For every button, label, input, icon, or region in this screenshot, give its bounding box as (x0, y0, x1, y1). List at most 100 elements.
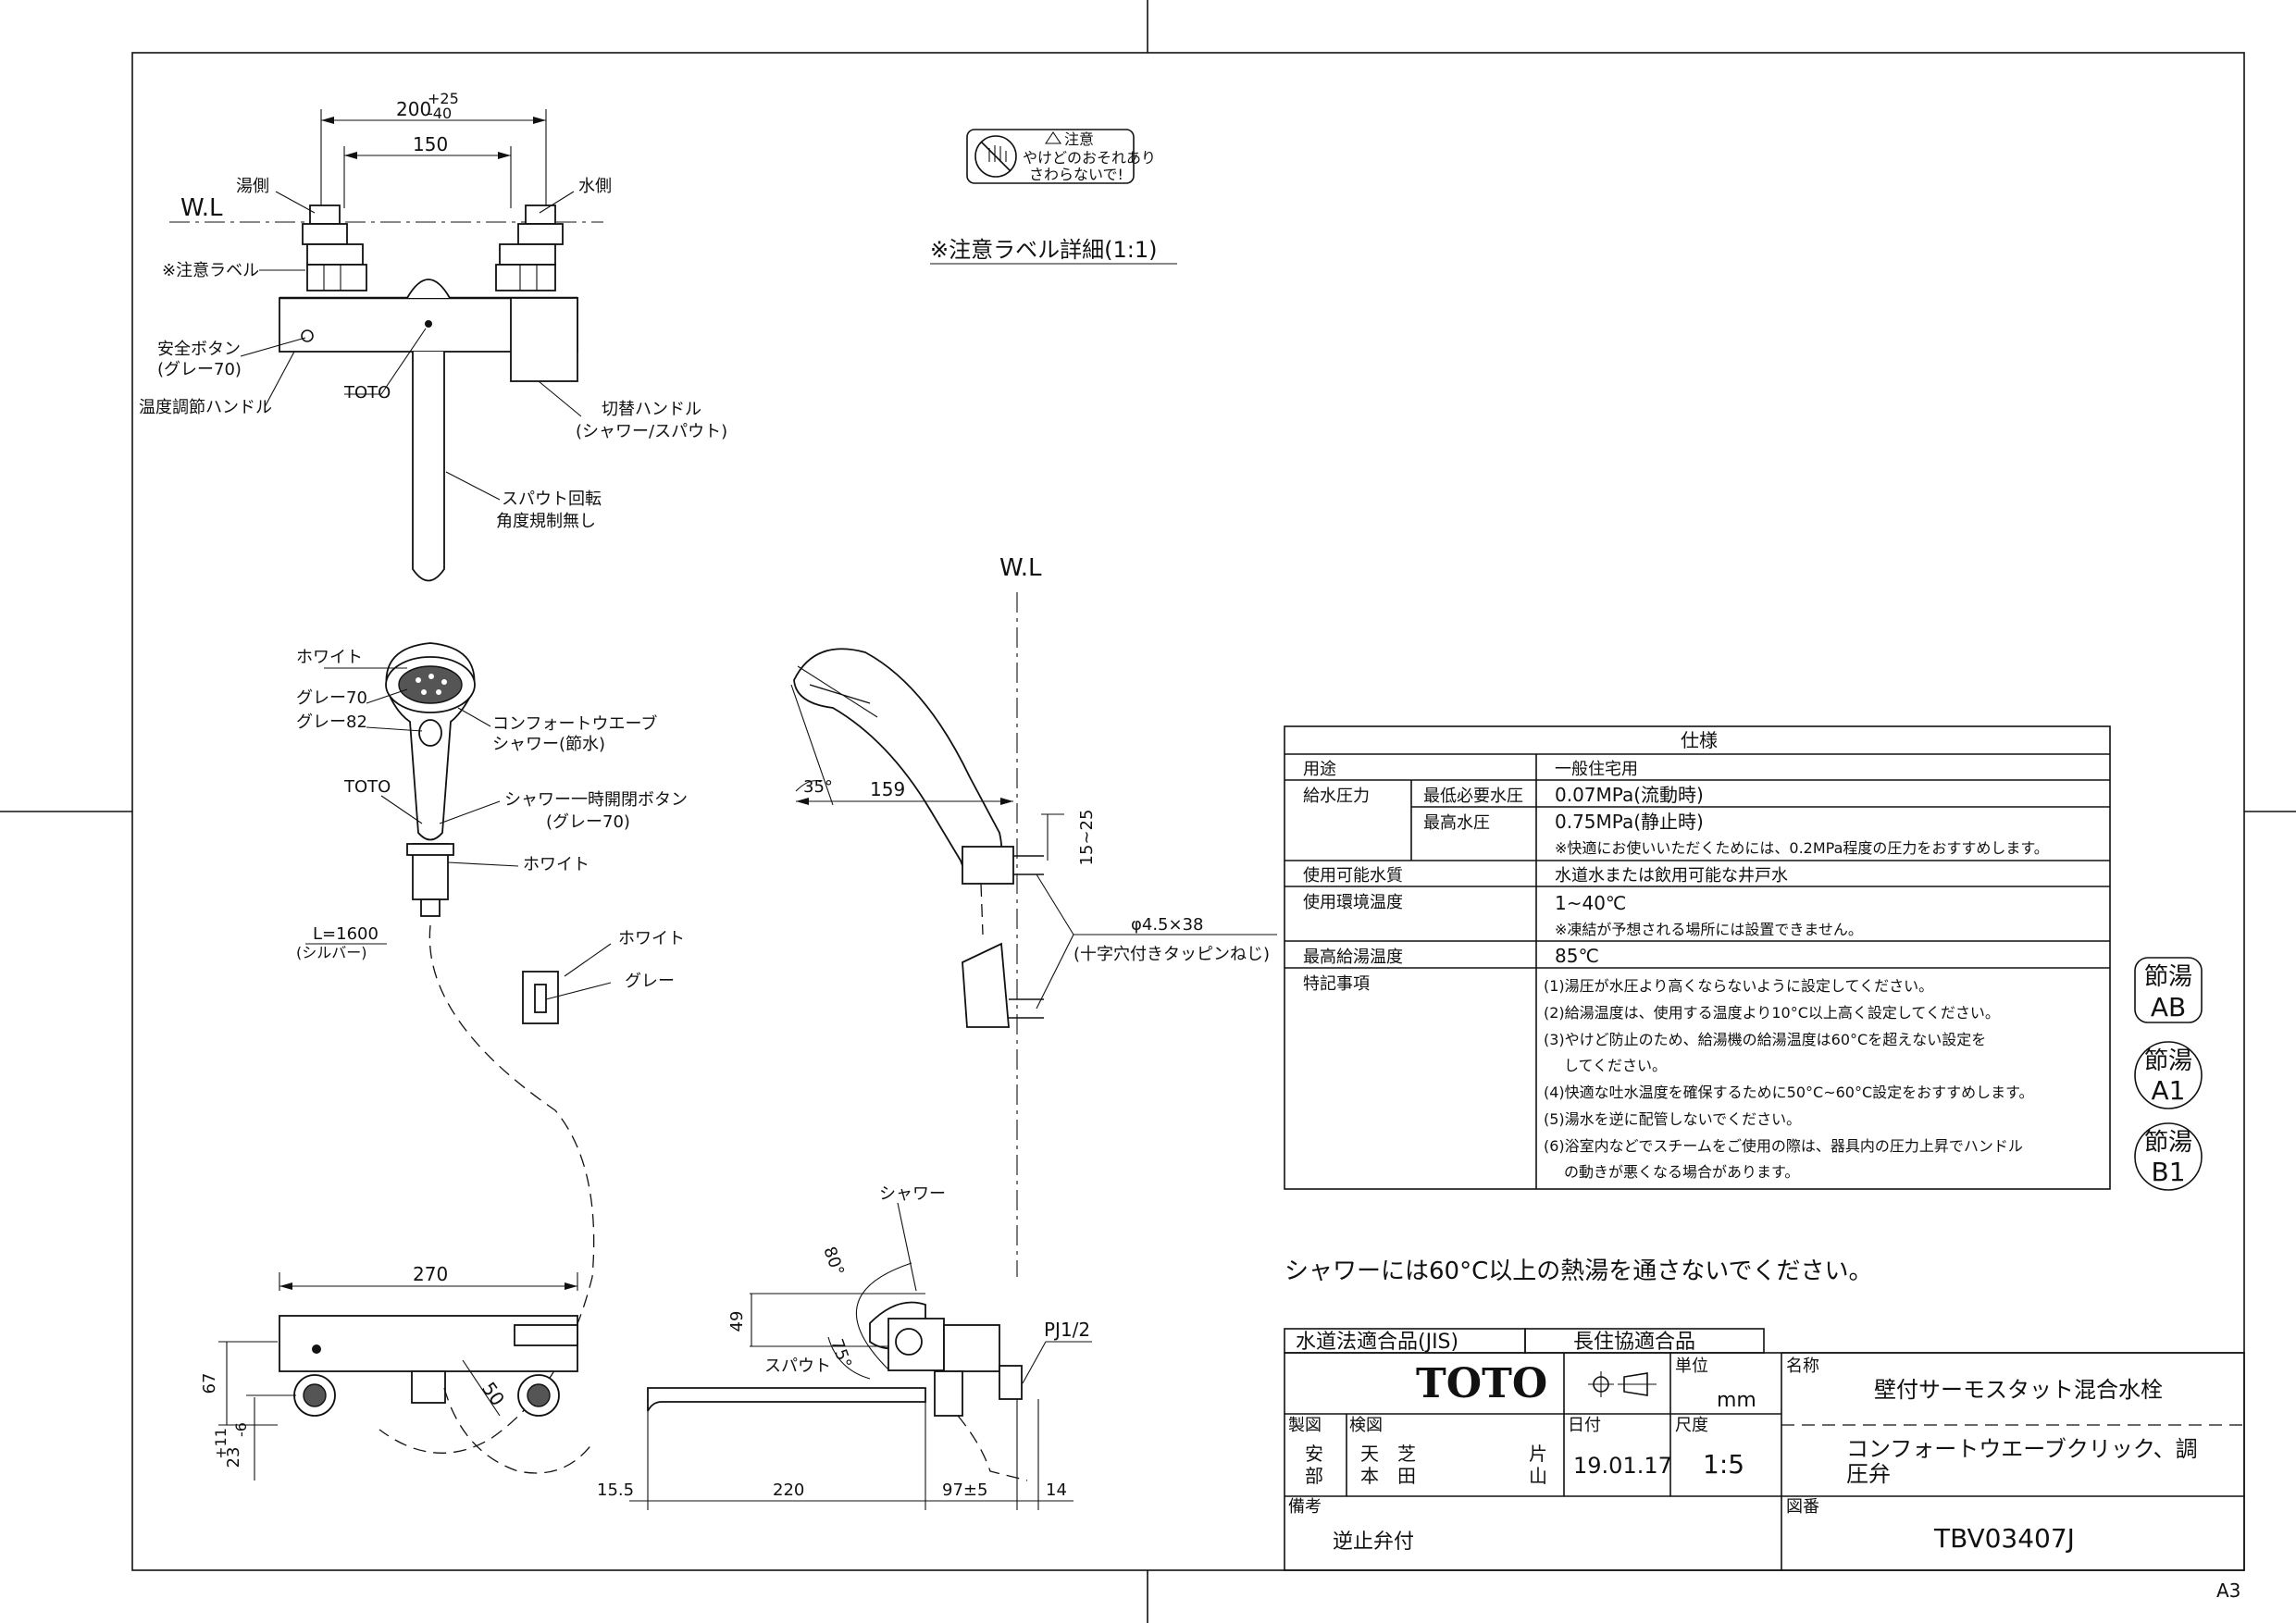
caution-label-callout: ※注意ラベル (162, 261, 259, 280)
hook-white-label: ホワイト (618, 929, 685, 948)
dim-159: 159 (870, 778, 905, 800)
drawn-2: 部 (1305, 1465, 1323, 1487)
dim-15-5: 15.5 (597, 1481, 634, 1500)
badge-ab-top: 節湯 (2144, 963, 2192, 991)
spec-note-6: (6)浴室内などでスチームをご使用の際は、器具内の圧力上昇でハンドル (1544, 1137, 2023, 1155)
shower-head-view: ホワイト グレー70 グレー82 コンフォートウエーブ シャワー(節水) TOT… (296, 642, 688, 1454)
checked-c1: 片 (1529, 1443, 1547, 1465)
spec-env-value: 1~40℃ (1555, 892, 1626, 914)
dim-220: 220 (773, 1481, 804, 1500)
spec-pressure-label: 給水圧力 (1303, 787, 1370, 806)
wl-side-label: W.L (999, 554, 1042, 582)
angle-35: 35° (803, 777, 833, 797)
spout-label: スパウト (764, 1357, 831, 1376)
badge-ab-bottom: AB (2151, 992, 2186, 1022)
spec-maxtemp-label: 最高給湯温度 (1303, 948, 1403, 967)
caution-sticker-line1: やけどのおそれあり (1023, 149, 1156, 167)
screw-spec-2: (十字穴付きタッピンねじ) (1074, 945, 1270, 964)
unit-value: mm (1717, 1389, 1756, 1412)
switch-handle-label: 切替ハンドル (602, 400, 701, 419)
hot-side-label: 湯側 (236, 177, 269, 196)
spec-note-3: (3)やけど防止のため、給湯機の給湯温度は60°Cを超えない設定を (1544, 1031, 1986, 1048)
spec-pressure-min-label: 最低必要水圧 (1423, 787, 1523, 806)
spec-notes-label: 特記事項 (1303, 974, 1370, 994)
dim-67: 67 (200, 1373, 219, 1394)
front-view: 200 +25 -40 150 W.L (139, 90, 727, 582)
dim-23-tol-plus: +11 (212, 1428, 230, 1459)
water-saving-badges: 節湯 AB 節湯 A1 節湯 B1 (2134, 957, 2203, 1191)
caution-sticker-line2: さわらないで! (1029, 166, 1123, 183)
spec-usage-label: 用途 (1303, 760, 1336, 779)
head-gray82-label: グレー82 (296, 712, 367, 732)
holder-white-label: ホワイト (523, 855, 590, 874)
badge-a1-bottom: A1 (2152, 1075, 2186, 1106)
checked-b1: 芝 (1397, 1443, 1416, 1465)
screw-spec-1: φ4.5×38 (1131, 915, 1204, 935)
warning-line: シャワーには60°C以上の熱湯を通さないでください。 (1285, 1258, 1872, 1285)
cold-side-label: 水側 (578, 177, 612, 196)
unit-label: 単位 (1675, 1357, 1708, 1376)
head-gray70-label: グレー70 (296, 688, 367, 708)
wl-top-label: W.L (180, 194, 223, 222)
dim-200-tol-plus: +25 (428, 90, 459, 107)
switch-handle-mode: (シャワー/スパウト) (576, 422, 727, 441)
date-value: 19.01.17 (1573, 1453, 1672, 1479)
safety-button-label: 安全ボタン (157, 340, 241, 359)
notes-value: 逆止弁付 (1333, 1530, 1414, 1554)
caution-sticker: 注意 やけどのおそれあり さわらないで! ※注意ラベル詳細(1:1) (930, 129, 1177, 265)
spec-note-2: (2)給湯温度は、使用する温度より10°C以上高く設定してください。 (1544, 1004, 2000, 1022)
dim-200-tol-minus: -40 (428, 105, 452, 122)
long-life-label: 長住協適合品 (1573, 1331, 1695, 1354)
spec-note-1: (1)湯圧が水圧より高くならないように設定してください。 (1544, 977, 1933, 995)
spec-pressure-min-value: 0.07MPa(流動時) (1555, 784, 1704, 806)
spec-quality-label: 使用可能水質 (1303, 866, 1403, 886)
spec-maxtemp-value: 85℃ (1555, 945, 1599, 967)
spec-env-note: ※凍結が予想される場所には設置できません。 (1555, 921, 1863, 938)
spec-pressure-max-label: 最高水圧 (1423, 813, 1490, 833)
title-block: 水道法適合品(JIS) 長住協適合品 TOTO 単位 mm 名称 壁付サーモスタ… (1284, 1328, 2245, 1571)
checked-a1: 天 (1360, 1443, 1379, 1465)
spec-note-3b: してください。 (1564, 1057, 1667, 1074)
scale-label: 尺度 (1675, 1416, 1708, 1435)
sheet-size: A3 (2216, 1580, 2240, 1602)
badge-b1-bottom: B1 (2151, 1157, 2185, 1187)
spec-title: 仕様 (1681, 729, 1718, 751)
stop-button-label-1: シャワー一時開閉ボタン (504, 790, 688, 810)
name-label: 名称 (1786, 1357, 1819, 1376)
dim-15-25: 15~25 (1077, 810, 1097, 866)
drawing-no-label: 図番 (1786, 1497, 1819, 1517)
drawing-no-value: TBV03407J (1933, 1523, 2075, 1554)
notes-label: 備考 (1288, 1497, 1322, 1517)
spec-note-5: (5)湯水を逆に配管しないでください。 (1544, 1110, 1801, 1128)
checked-b2: 田 (1397, 1465, 1416, 1487)
checked-a2: 本 (1360, 1465, 1379, 1487)
hose-length-label: L=1600 (313, 924, 379, 944)
subtitle-line1: コンフォートウエーブクリック、調 (1846, 1436, 2198, 1462)
scale-value: 1:5 (1703, 1449, 1744, 1480)
badge-b1-top: 節湯 (2144, 1129, 2192, 1157)
spec-usage-value: 一般住宅用 (1555, 760, 1638, 779)
dim-23-tol-minus: -6 (232, 1422, 250, 1437)
spout-rotation-2: 角度規制無し (496, 512, 596, 531)
spout-rotation-1: スパウト回転 (502, 489, 602, 509)
date-label: 日付 (1568, 1416, 1601, 1435)
comfort-wave-label-2: シャワー(節水) (492, 735, 605, 754)
dim-14: 14 (1046, 1481, 1067, 1500)
lower-side-view: シャワー 80° 49 75° スパウト PJ1/2 15.5 220 (597, 1184, 1092, 1510)
spec-env-label: 使用環境温度 (1303, 893, 1403, 912)
water-law-label: 水道法適合品(JIS) (1296, 1331, 1458, 1354)
dim-23: 23 (224, 1447, 243, 1468)
head-white-label: ホワイト (296, 648, 363, 667)
pj-label: PJ1/2 (1044, 1319, 1090, 1341)
spec-note-6b: の動きが悪くなる場合があります。 (1564, 1163, 1799, 1181)
dim-97: 97±5 (942, 1481, 987, 1500)
dim-49: 49 (727, 1311, 747, 1332)
hose-type-label: (シルバー) (296, 944, 367, 961)
caution-detail-title: ※注意ラベル詳細(1:1) (930, 237, 1157, 263)
side-view: W.L 35° 159 15~25 φ4.5×38 (十字穴付きタッピンねじ) (790, 554, 1277, 1277)
temp-handle-label: 温度調節ハンドル (139, 398, 272, 417)
dim-50: 50 (478, 1378, 509, 1410)
spec-quality-value: 水道水または飲用可能な井戸水 (1555, 866, 1788, 886)
